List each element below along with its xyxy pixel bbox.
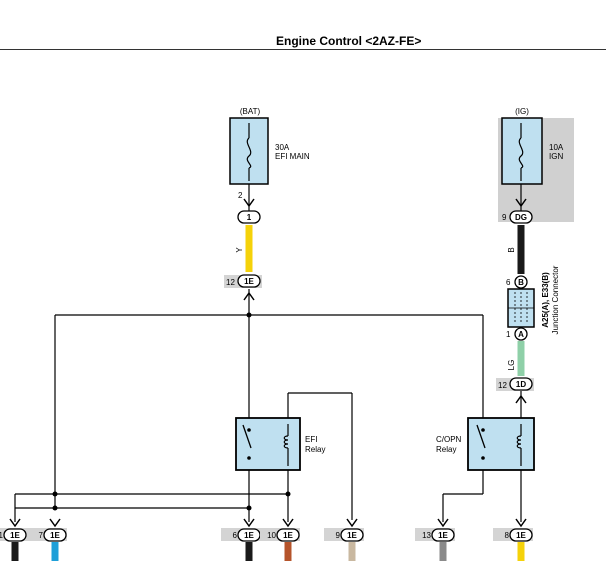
connector-dg: DG <box>509 210 533 224</box>
bottom-connector: 8 1E <box>493 518 533 561</box>
bottom-connector: 6 1E <box>221 518 261 561</box>
bottom-connector-code: 1E <box>283 531 293 540</box>
bottom-connector-code: 1E <box>516 531 526 540</box>
bottom-connector-oval <box>43 528 67 542</box>
efi-main-name: EFI MAIN <box>275 152 310 161</box>
bottom-connector: 9 1E <box>324 518 364 561</box>
bottom-connector-arrow <box>346 518 358 528</box>
bottom-connector-arrow <box>437 518 449 528</box>
copn-relay <box>467 417 535 471</box>
connector-12-1e-code: 1E <box>244 277 254 286</box>
connector-12-1e-pin: 12 <box>226 278 235 287</box>
connector-12-1e: 1E <box>237 274 261 288</box>
bottom-connector-pin: 13 <box>422 531 431 540</box>
bottom-connector-pin: 10 <box>267 531 276 540</box>
bat-supply-label: (BAT) <box>240 107 261 116</box>
bottom-connector-oval <box>340 528 364 542</box>
bottom-connector-arrow <box>243 518 255 528</box>
ign-rating: 10A <box>549 143 564 152</box>
connector-b: B <box>514 275 528 289</box>
connector-dg-code: DG <box>515 213 527 222</box>
ign-fuse <box>501 117 543 185</box>
efi-relay-label-1: EFI <box>305 435 317 444</box>
efi-relay <box>235 417 301 471</box>
ig-arrow-down <box>515 198 527 208</box>
efi-main-fuse <box>229 117 269 185</box>
page-title: Engine Control <2AZ-FE> <box>276 34 422 48</box>
bat-arrow-down <box>243 198 255 208</box>
bottom-connector-pin: 8 <box>505 531 510 540</box>
a-pin: 1 <box>506 330 511 339</box>
connector-b-code: B <box>518 278 524 287</box>
bottom-connector-pin: 6 <box>233 531 238 540</box>
connector-12-1d: 1D <box>509 377 533 391</box>
bottom-connector: 1 1E <box>0 518 27 561</box>
b-pin: 6 <box>506 278 511 287</box>
bottom-connector-row: 1 1E 7 1E 6 1E 10 1E 9 1E 13 1E 8 1E <box>0 518 533 561</box>
bottom-connector-oval <box>431 528 455 542</box>
junction-dot-1 <box>52 491 58 497</box>
bottom-connector-pin: 1 <box>0 531 4 540</box>
efi-main-rating: 30A <box>275 143 290 152</box>
junction-dot-2 <box>52 505 58 511</box>
bottom-connector: 10 1E <box>260 518 300 561</box>
connector-12-1d-pin: 12 <box>498 381 507 390</box>
bottom-connector-code: 1E <box>10 531 20 540</box>
wire-label-y: Y <box>235 247 244 253</box>
bottom-connector-oval <box>276 528 300 542</box>
bottom-connector-code: 1E <box>347 531 357 540</box>
junction-dot-efi <box>246 312 252 318</box>
copn-relay-label-1: C/OPN <box>436 435 462 444</box>
copn-relay-label-2: Relay <box>436 445 456 454</box>
bottom-connector: 13 1E <box>415 518 455 561</box>
efi-relay-label-2: Relay <box>305 445 325 454</box>
connector-12-1d-code: 1D <box>516 380 526 389</box>
bottom-connector-code: 1E <box>244 531 254 540</box>
header-rule <box>0 49 606 50</box>
junction-connector-ids: A25(A), E33(B) <box>541 272 550 328</box>
wire-label-lg: LG <box>507 360 516 371</box>
bottom-connector-arrow <box>49 518 61 528</box>
bottom-connector-arrow <box>9 518 21 528</box>
bottom-connector-oval <box>509 528 533 542</box>
connector-a: A <box>514 327 528 341</box>
bottom-connector-arrow <box>282 518 294 528</box>
ign-name: IGN <box>549 152 563 161</box>
bottom-connector-pin: 9 <box>336 531 341 540</box>
ig-supply-label: (IG) <box>515 107 529 116</box>
junction-connector-name: Junction Connector <box>551 265 560 334</box>
bottom-connector-code: 1E <box>50 531 60 540</box>
dg-pin: 9 <box>502 213 507 222</box>
connector-a-code: A <box>518 330 524 339</box>
wire-label-b: B <box>507 247 516 252</box>
junction-connector-box <box>507 288 535 328</box>
bottom-connector: 7 1E <box>27 518 67 561</box>
efi-main-pin: 2 <box>238 191 243 200</box>
bottom-connector-oval <box>3 528 27 542</box>
bottom-connector-pin: 7 <box>39 531 44 540</box>
bottom-connector-arrow <box>515 518 527 528</box>
bottom-connector-code: 1E <box>438 531 448 540</box>
connector-1-code: 1 <box>247 213 252 222</box>
connector-1: 1 <box>237 210 261 224</box>
